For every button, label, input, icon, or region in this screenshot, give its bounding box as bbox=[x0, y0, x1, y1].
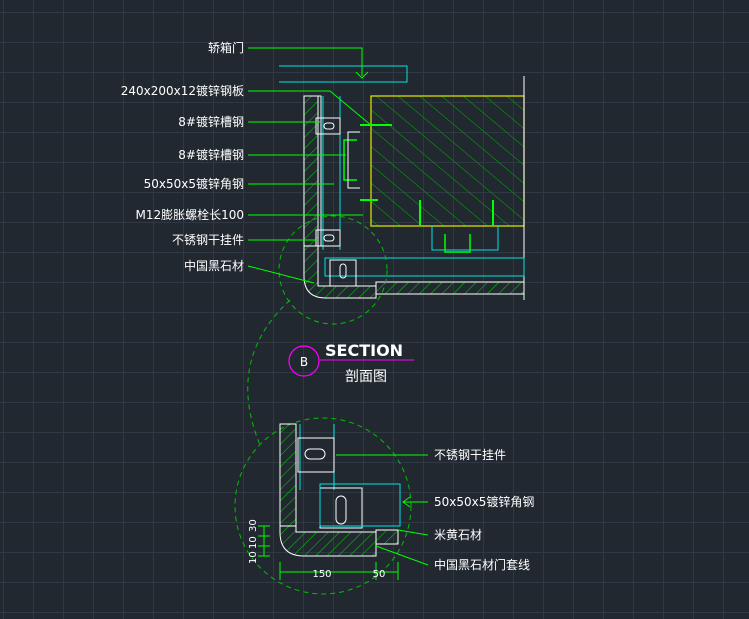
label-steel-plate: 240x200x12镀锌钢板 bbox=[121, 84, 244, 98]
label-black-granite: 中国黑石材 bbox=[184, 258, 244, 273]
label-expansion-bolt: M12膨胀螺栓长100 bbox=[135, 207, 244, 222]
label-detail-black-granite-trim: 中国黑石材门套线 bbox=[434, 557, 530, 572]
dim-vertical-2: 10 bbox=[248, 536, 259, 549]
enlarged-detail-geometry bbox=[258, 423, 401, 580]
label-channel-steel-2: 8#镀锌槽钢 bbox=[178, 148, 244, 162]
dim-vertical-3: 30 bbox=[248, 519, 259, 532]
top-section-geometry bbox=[279, 65, 525, 300]
top-labels: 轿箱门 240x200x12镀锌钢板 8#镀锌槽钢 8#镀锌槽钢 50x50x5… bbox=[121, 40, 244, 273]
section-subtitle: 剖面图 bbox=[345, 369, 387, 385]
label-channel-steel-1: 8#镀锌槽钢 bbox=[178, 115, 244, 129]
detail-labels: 不锈钢干挂件 50x50x5镀锌角钢 米黄石材 中国黑石材门套线 bbox=[434, 448, 534, 572]
section-marker-letter: B bbox=[300, 355, 308, 369]
dim-horizontal-150: 150 bbox=[312, 569, 331, 580]
section-title: SECTION bbox=[325, 341, 403, 360]
dim-horizontal-50: 50 bbox=[373, 569, 386, 580]
dimension-labels: 10 10 30 150 50 bbox=[248, 519, 385, 580]
section-marker: B SECTION 剖面图 bbox=[288, 341, 414, 385]
label-car-door: 轿箱门 bbox=[208, 40, 244, 55]
label-stainless-hanger: 不锈钢干挂件 bbox=[172, 233, 244, 247]
dim-vertical-1: 10 bbox=[248, 551, 259, 564]
section-marker-circle bbox=[288, 345, 320, 377]
detail-callout-circles bbox=[234, 215, 412, 595]
leader-lines bbox=[247, 47, 429, 566]
label-detail-beige-stone: 米黄石材 bbox=[434, 528, 482, 542]
label-detail-angle-steel: 50x50x5镀锌角钢 bbox=[434, 495, 534, 509]
label-detail-stainless-hanger: 不锈钢干挂件 bbox=[434, 448, 506, 462]
label-angle-steel: 50x50x5镀锌角钢 bbox=[144, 177, 244, 191]
